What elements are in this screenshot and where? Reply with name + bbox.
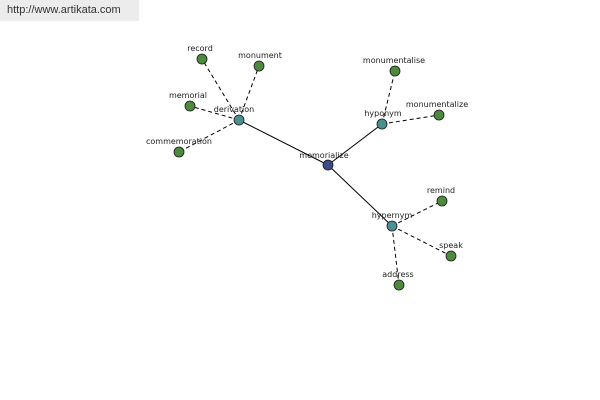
node-address[interactable] — [393, 279, 405, 291]
node-memorial[interactable] — [184, 100, 196, 112]
label-remind[interactable]: remind — [427, 186, 455, 195]
label-monument[interactable]: monument — [238, 51, 282, 60]
edge-memorialize-hypernym — [327, 164, 393, 227]
node-monument[interactable] — [253, 60, 265, 72]
graph-edges — [178, 58, 452, 286]
node-record[interactable] — [196, 53, 208, 65]
label-address[interactable]: address — [382, 270, 413, 279]
url-banner[interactable]: http://www.artikata.com — [0, 0, 139, 21]
edge-derivation-memorial — [189, 105, 240, 121]
label-record[interactable]: record — [187, 44, 213, 53]
edge-memorialize-hyponym — [327, 123, 383, 166]
node-monumentalise[interactable] — [389, 65, 401, 77]
label-memorial[interactable]: memorial — [169, 91, 207, 100]
edge-hypernym-remind — [391, 200, 443, 227]
label-monumentalise[interactable]: monumentalise — [363, 56, 425, 65]
node-commemoration[interactable] — [173, 146, 185, 158]
node-hyponym[interactable] — [376, 118, 388, 130]
edge-hyponym-monumentalise — [381, 70, 396, 125]
graph-nodes — [173, 53, 457, 291]
label-hyponym[interactable]: hyponym — [364, 109, 402, 118]
node-derivation[interactable] — [233, 114, 245, 126]
edge-derivation-commemoration — [178, 119, 240, 153]
label-monumentalize[interactable]: monumentalize — [406, 100, 468, 109]
label-speak[interactable]: speak — [439, 241, 463, 250]
edge-memorialize-derivation — [238, 119, 329, 166]
edge-hyponym-monumentalize — [381, 114, 440, 125]
graph-labels: memorialize derivation hyponym hypernym reco… — [146, 44, 468, 279]
node-hypernym[interactable] — [386, 220, 398, 232]
edge-derivation-monument — [238, 65, 260, 121]
node-monumentalize[interactable] — [433, 109, 445, 121]
label-commemoration[interactable]: commemoration — [146, 137, 212, 146]
edge-hypernym-address — [391, 225, 400, 286]
label-derivation[interactable]: derivation — [214, 105, 254, 114]
edge-derivation-record — [201, 58, 240, 121]
node-remind[interactable] — [436, 195, 448, 207]
node-memorialize[interactable] — [322, 159, 334, 171]
label-memorialize[interactable]: memorialize — [299, 151, 348, 160]
label-hypernym[interactable]: hypernym — [372, 211, 413, 220]
node-speak[interactable] — [445, 250, 457, 262]
